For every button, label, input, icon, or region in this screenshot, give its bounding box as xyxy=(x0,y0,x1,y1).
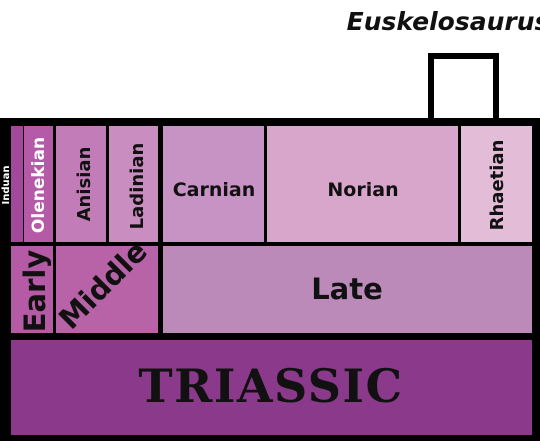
bracket-line xyxy=(428,53,499,121)
stage-rhaetian-label: Rhaetian xyxy=(487,140,508,231)
stage-induan xyxy=(11,126,23,242)
epoch-late xyxy=(163,246,532,333)
stage-olenekian-label: Olenekian xyxy=(29,137,49,233)
stage-carnian-label: Carnian xyxy=(173,179,256,201)
stage-norian xyxy=(267,126,458,242)
taxon-label: Euskelosaurus xyxy=(347,7,540,36)
stage-anisian xyxy=(56,126,106,242)
stage-ladinian xyxy=(109,126,158,242)
period-triassic-label: TRIASSIC xyxy=(138,359,403,413)
stage-olenekian xyxy=(24,126,53,242)
stage-anisian-label: Anisian xyxy=(74,147,95,222)
stage-norian-label: Norian xyxy=(327,179,398,201)
period-triassic xyxy=(11,340,532,435)
epoch-late-label: Late xyxy=(311,272,383,306)
stage-induan-label: Induan xyxy=(1,166,12,205)
phylogeny-bracket xyxy=(428,53,499,121)
stage-ladinian-label: Ladinian xyxy=(127,143,148,230)
stage-carnian xyxy=(163,126,264,242)
stage-rhaetian xyxy=(461,126,532,242)
epoch-middle xyxy=(56,246,158,333)
epoch-early-label: Early xyxy=(18,250,52,333)
epoch-early xyxy=(11,246,53,333)
